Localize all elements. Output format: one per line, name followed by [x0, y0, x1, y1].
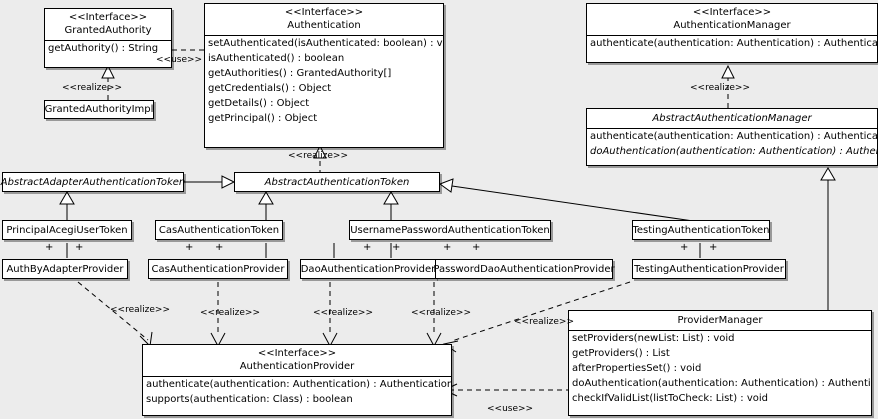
class-cas-authentication-token[interactable]: CasAuthenticationToken	[155, 220, 283, 240]
provider-manager-name: ProviderManager	[677, 315, 763, 326]
edge-label-realize-granted-authority-impl: <<realize>>	[62, 83, 122, 93]
edge-label-use-granted-authority: <<use>>	[156, 55, 203, 65]
dao-authentication-provider-name: DaoAuthenticationProvider	[300, 263, 436, 275]
divider	[143, 376, 451, 377]
divider	[569, 330, 871, 331]
authentication-manager-methods: authenticate(authentication: Authenticat…	[587, 36, 877, 51]
method: authenticate(authentication: Authenticat…	[146, 379, 451, 390]
granted-authority-stereotype: <<Interface>>	[68, 12, 148, 23]
role-plus: +	[215, 242, 224, 253]
method: doAuthentication(authentication: Authent…	[572, 378, 871, 389]
divider	[205, 35, 443, 36]
authentication-stereotype: <<Interface>>	[284, 7, 364, 18]
authentication-name: Authentication	[287, 20, 361, 31]
class-authentication[interactable]: <<Interface>> Authentication setAuthenti…	[204, 3, 444, 148]
edge-label-realize-abstract-authentication-manager: <<realize>>	[690, 83, 750, 93]
class-auth-by-adapter-provider[interactable]: AuthByAdapterProvider	[2, 259, 128, 279]
method: supports(authentication: Class) : boolea…	[146, 394, 353, 405]
method: getCredentials() : Object	[208, 83, 332, 94]
method: getDetails() : Object	[208, 98, 310, 109]
class-dao-authentication-provider[interactable]: DaoAuthenticationProvider	[300, 259, 436, 279]
edge-label-realize-auth-by-adapter-provider: <<realize>>	[110, 305, 170, 315]
edge-label-realize-testing-authentication-provider: <<realize>>	[514, 317, 574, 327]
authentication-provider-stereotype: <<Interface>>	[257, 348, 337, 359]
cas-authentication-provider-name: CasAuthenticationProvider	[151, 263, 285, 275]
class-granted-authority-impl[interactable]: GrantedAuthorityImpl	[44, 100, 154, 119]
edge-label-realize-password-dao-authentication-provider: <<realize>>	[411, 308, 471, 318]
principal-acegi-user-token-name: PrincipalAcegiUserToken	[6, 224, 128, 236]
method: isAuthenticated() : boolean	[208, 53, 345, 64]
testing-authentication-token-name: TestingAuthenticationToken	[632, 224, 770, 236]
role-plus: +	[443, 242, 452, 253]
edge-label-realize-dao-authentication-provider: <<realize>>	[313, 308, 373, 318]
class-testing-authentication-token[interactable]: TestingAuthenticationToken	[632, 220, 770, 240]
method: getAuthorities() : GrantedAuthority[]	[208, 68, 392, 79]
authentication-manager-stereotype: <<Interface>>	[692, 7, 772, 18]
method: getPrincipal() : Object	[208, 113, 318, 124]
method: doAuthentication(authentication: Authent…	[590, 146, 877, 157]
testing-authentication-provider-name: TestingAuthenticationProvider	[634, 263, 784, 275]
password-dao-authentication-provider-name: PasswordDaoAuthenticationProvider	[433, 263, 615, 275]
role-plus: +	[45, 242, 54, 253]
class-authentication-manager[interactable]: <<Interface>> AuthenticationManager auth…	[586, 3, 878, 63]
cas-authentication-token-name: CasAuthenticationToken	[158, 224, 280, 236]
method: checkIfValidList(listToCheck: List) : vo…	[572, 393, 769, 404]
authentication-manager-name: AuthenticationManager	[673, 20, 791, 31]
method: setProviders(newList: List) : void	[572, 333, 735, 344]
authentication-methods: setAuthenticated(isAuthenticated: boolea…	[205, 36, 443, 126]
granted-authority-name: GrantedAuthority	[64, 25, 152, 36]
granted-authority-methods: getAuthority() : String	[45, 41, 171, 56]
role-plus: +	[392, 242, 401, 253]
role-plus: +	[680, 242, 689, 253]
class-abstract-authentication-manager[interactable]: AbstractAuthenticationManager authentica…	[586, 108, 878, 166]
abstract-authentication-manager-name: AbstractAuthenticationManager	[652, 113, 812, 124]
method: getProviders() : List	[572, 348, 670, 359]
granted-authority-impl-name: GrantedAuthorityImpl	[44, 104, 154, 115]
provider-manager-methods: setProviders(newList: List) : void getPr…	[569, 331, 871, 406]
class-provider-manager[interactable]: ProviderManager setProviders(newList: Li…	[568, 310, 872, 416]
abstract-adapter-authentication-token-name: AbstractAdapterAuthenticationToken	[0, 176, 186, 188]
edge-label-realize-cas-authentication-provider: <<realize>>	[200, 308, 260, 318]
class-granted-authority[interactable]: <<Interface>> GrantedAuthority getAuthor…	[44, 8, 172, 68]
class-password-dao-authentication-provider[interactable]: PasswordDaoAuthenticationProvider	[433, 259, 615, 279]
method: afterPropertiesSet() : void	[572, 363, 702, 374]
auth-by-adapter-provider-name: AuthByAdapterProvider	[6, 263, 124, 275]
username-password-authentication-token-name: UsernamePasswordAuthenticationToken	[350, 224, 550, 236]
class-principal-acegi-user-token[interactable]: PrincipalAcegiUserToken	[2, 220, 132, 240]
method: authenticate(authentication: Authenticat…	[590, 38, 877, 49]
method: setAuthenticated(isAuthenticated: boolea…	[208, 38, 443, 49]
abstract-authentication-token-name: AbstractAuthenticationToken	[264, 176, 410, 188]
class-testing-authentication-provider[interactable]: TestingAuthenticationProvider	[632, 259, 786, 279]
role-plus: +	[709, 242, 718, 253]
divider	[587, 128, 877, 129]
role-plus: +	[363, 242, 372, 253]
divider	[587, 35, 877, 36]
edge-label-realize-abstract-authentication-token: <<realize>>	[288, 151, 348, 161]
edge-label-use-provider-manager: <<use>>	[487, 404, 534, 414]
class-username-password-authentication-token[interactable]: UsernamePasswordAuthenticationToken	[349, 220, 551, 240]
authentication-provider-name: AuthenticationProvider	[239, 361, 355, 372]
role-plus: +	[185, 242, 194, 253]
authentication-provider-methods: authenticate(authentication: Authenticat…	[143, 377, 451, 407]
method: getAuthority() : String	[48, 43, 159, 54]
class-authentication-provider[interactable]: <<Interface>> AuthenticationProvider aut…	[142, 344, 452, 416]
abstract-authentication-manager-methods: authenticate(authentication: Authenticat…	[587, 129, 877, 159]
role-plus: +	[472, 242, 481, 253]
class-abstract-authentication-token[interactable]: AbstractAuthenticationToken	[234, 172, 440, 192]
class-abstract-adapter-authentication-token[interactable]: AbstractAdapterAuthenticationToken	[0, 172, 186, 192]
method: authenticate(authentication: Authenticat…	[590, 131, 877, 142]
class-cas-authentication-provider[interactable]: CasAuthenticationProvider	[148, 259, 288, 279]
divider	[45, 40, 171, 41]
role-plus: +	[75, 242, 84, 253]
